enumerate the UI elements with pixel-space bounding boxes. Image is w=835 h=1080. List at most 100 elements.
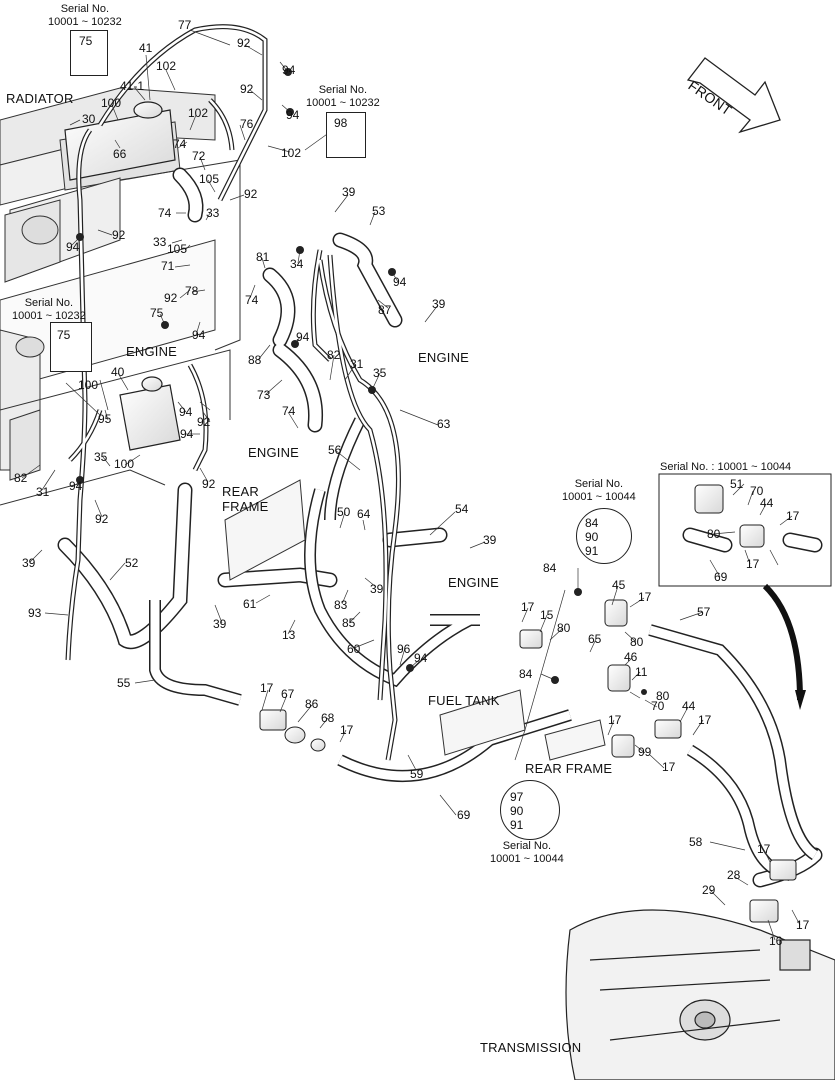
callout: 30 bbox=[82, 112, 96, 126]
callout: 80 bbox=[707, 527, 721, 541]
callout: 39 bbox=[432, 297, 446, 311]
callout: 44 bbox=[760, 496, 774, 510]
callout: 77 bbox=[178, 18, 192, 32]
callout: 85 bbox=[342, 616, 356, 630]
callout: 94 bbox=[296, 330, 310, 344]
label-engine-2: ENGINE bbox=[248, 445, 300, 460]
callout: 100 bbox=[114, 457, 135, 471]
callout: 17 bbox=[521, 600, 535, 614]
callout: 29 bbox=[702, 883, 716, 897]
callout: 94 bbox=[69, 479, 83, 493]
callout: 57 bbox=[697, 605, 711, 619]
label-radiator: RADIATOR bbox=[6, 91, 74, 106]
callout: 65 bbox=[588, 632, 602, 646]
callout: 39 bbox=[342, 185, 356, 199]
callout: 80 bbox=[557, 621, 571, 635]
callout: 105 bbox=[167, 242, 188, 256]
callout: 94 bbox=[286, 108, 300, 122]
callout: 67 bbox=[281, 687, 295, 701]
callout: 66 bbox=[113, 147, 127, 161]
callout: 33 bbox=[153, 235, 167, 249]
group-97-b: 90 bbox=[510, 804, 524, 818]
callout: 11 bbox=[635, 665, 648, 679]
callout: 31 bbox=[36, 485, 50, 499]
callout: 92 bbox=[95, 512, 109, 526]
callout: 102 bbox=[281, 146, 302, 160]
callout: 15 bbox=[540, 608, 554, 622]
front-arrow bbox=[686, 57, 781, 134]
callout: 17 bbox=[757, 842, 771, 856]
label-rear-frame-2: REAR FRAME bbox=[525, 761, 613, 776]
group-84-c: 91 bbox=[585, 544, 599, 558]
callout: 80 bbox=[630, 635, 644, 649]
callout: 94 bbox=[282, 63, 296, 77]
callout: 54 bbox=[455, 502, 469, 516]
serial-box-75-left: 75 bbox=[50, 322, 92, 372]
box-98-number: 98 bbox=[334, 116, 348, 130]
callout: 81 bbox=[256, 250, 270, 264]
callout: 92 bbox=[164, 291, 178, 305]
callout: 58 bbox=[689, 835, 703, 849]
callout: 71 bbox=[161, 259, 175, 273]
callout: 75 bbox=[150, 306, 164, 320]
callout: 17 bbox=[786, 509, 800, 523]
callout: 92 bbox=[202, 477, 216, 491]
callout: 88 bbox=[248, 353, 262, 367]
callout: 82 bbox=[14, 471, 28, 485]
callout: 94 bbox=[180, 427, 194, 441]
group-97-c: 91 bbox=[510, 818, 524, 832]
callout: 92 bbox=[237, 36, 251, 50]
callout: 41-1 bbox=[120, 79, 145, 93]
callout: 95 bbox=[98, 412, 112, 426]
callout: 53 bbox=[372, 204, 386, 218]
callout: 70 bbox=[651, 699, 665, 713]
callout: 55 bbox=[117, 676, 131, 690]
callout: 60 bbox=[347, 642, 361, 656]
callout: 74 bbox=[245, 293, 259, 307]
callout: 69 bbox=[714, 570, 728, 584]
callout: 94 bbox=[192, 328, 206, 342]
callout: 68 bbox=[321, 711, 335, 725]
callout: 87 bbox=[378, 303, 392, 317]
callout: 34 bbox=[290, 257, 304, 271]
box-75b-number: 75 bbox=[57, 328, 71, 342]
callout: 35 bbox=[373, 366, 387, 380]
callout: 82 bbox=[327, 348, 341, 362]
callout: 100 bbox=[78, 378, 99, 392]
serial-circle-97: 97 90 91 bbox=[500, 780, 560, 840]
callout: 100 bbox=[101, 96, 122, 110]
callout: 39 bbox=[22, 556, 36, 570]
transmission-housing bbox=[565, 909, 835, 1080]
callout: 94 bbox=[179, 405, 193, 419]
group-84-a: 84 bbox=[585, 516, 599, 530]
label-transmission: TRANSMISSION bbox=[480, 1040, 582, 1055]
callout: 17 bbox=[796, 918, 810, 932]
reserve-tank bbox=[119, 376, 181, 451]
callout: 16 bbox=[769, 934, 783, 948]
group-84-b: 90 bbox=[585, 530, 599, 544]
callout: 51 bbox=[730, 477, 744, 491]
callout: 31 bbox=[350, 357, 364, 371]
callout: 63 bbox=[437, 417, 451, 431]
callout: 92 bbox=[240, 82, 254, 96]
radiator-top-tank bbox=[64, 101, 176, 181]
callout: 56 bbox=[328, 443, 342, 457]
callout: 92 bbox=[244, 187, 258, 201]
serial-note-left: Serial No. 10001 ~ 10232 bbox=[12, 297, 86, 322]
callout: 39 bbox=[483, 533, 497, 547]
callout: 84 bbox=[543, 561, 557, 575]
callout: 76 bbox=[240, 117, 254, 131]
callout: 94 bbox=[393, 275, 407, 289]
callout: 74 bbox=[282, 404, 296, 418]
callout: 72 bbox=[192, 149, 206, 163]
serial-circle-84: 84 90 91 bbox=[576, 508, 632, 564]
group-97-a: 97 bbox=[510, 790, 524, 804]
callout: 44 bbox=[682, 699, 696, 713]
callout: 74 bbox=[158, 206, 172, 220]
callout: 17 bbox=[746, 557, 760, 571]
serial-note-97: Serial No. 10001 ~ 10044 bbox=[490, 840, 564, 865]
fittings bbox=[259, 484, 797, 923]
serial-inset-frame bbox=[658, 473, 832, 587]
